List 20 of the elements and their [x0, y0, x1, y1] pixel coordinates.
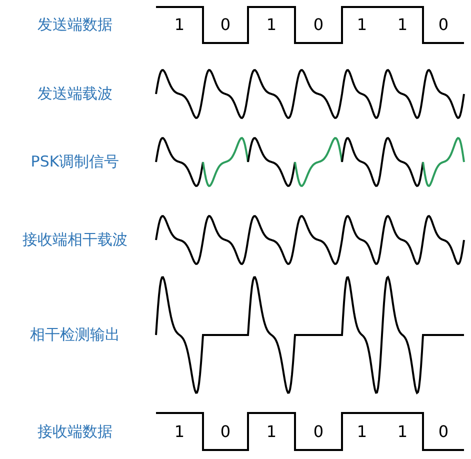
- bit-value: 0: [313, 424, 324, 440]
- signal-label: 接收端相干载波: [22, 232, 128, 248]
- signal-label: PSK调制信号: [30, 154, 120, 170]
- bit-value: 0: [220, 424, 231, 440]
- bit-value: 1: [356, 424, 368, 440]
- bit-value: 0: [220, 17, 231, 33]
- bit-value: 1: [356, 17, 368, 33]
- signal-label: 接收端数据: [38, 424, 112, 440]
- bit-value: 1: [174, 17, 185, 33]
- bit-value: 1: [266, 17, 277, 33]
- signal-label: 发送端载波: [38, 86, 112, 102]
- signal-label: 相干检测输出: [30, 328, 120, 342]
- bit-value: 1: [397, 424, 408, 440]
- bit-value: 0: [313, 17, 324, 33]
- bit-value: 1: [174, 424, 185, 440]
- bit-value: 0: [438, 424, 449, 440]
- bit-value: 0: [438, 17, 449, 33]
- bit-value: 1: [266, 424, 277, 440]
- signal-label: 发送端数据: [38, 18, 112, 32]
- bit-value: 1: [397, 17, 408, 33]
